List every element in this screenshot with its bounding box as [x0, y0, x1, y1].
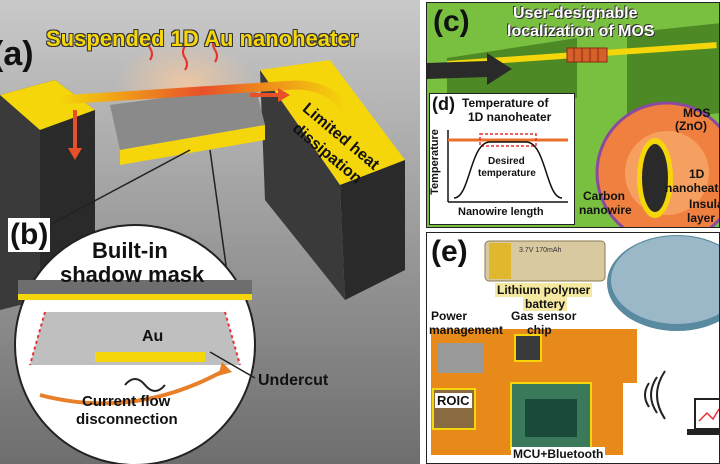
disconnection-squiggle: [124, 378, 166, 392]
heat-wave-1: [147, 35, 153, 61]
gas-label-2: chip: [527, 323, 552, 337]
battery-print: 3.7V 170mAh: [519, 247, 562, 254]
power-ic: [437, 343, 483, 373]
shadow-mask-layer: [18, 280, 252, 294]
undercut-pointer: [209, 351, 256, 379]
carbon-label-1: Carbon: [583, 189, 625, 203]
current-flow-arrow-head: [218, 362, 232, 376]
left-pad-gold: [0, 80, 95, 130]
current-flow-arrow: [39, 368, 226, 406]
gas-label-1: Gas sensor: [511, 309, 577, 323]
panel-e-illustration: [431, 235, 719, 455]
panel-e-letter: (e): [431, 235, 468, 268]
right-pad-side: [260, 70, 345, 300]
d-desired-2: temperature: [478, 168, 536, 179]
mos-coil: [566, 47, 608, 63]
gas-sensor-chip: [514, 334, 542, 362]
panel-a: (a) Suspended 1D Au nanoheater Limited h…: [0, 0, 420, 464]
panel-d-letter: (d): [432, 94, 455, 114]
mcu-label: MCU+Bluetooth: [511, 447, 606, 461]
battery-label-2: battery: [523, 297, 568, 311]
panel-b-letter: (b): [8, 218, 51, 252]
heater-label-1: 1D: [689, 167, 705, 181]
panel-d: (d) Temperature of 1D nanoheater Desired…: [429, 93, 575, 225]
roic-label: ROIC: [435, 393, 472, 408]
shadow-mask-title-2: shadow mask: [60, 262, 205, 287]
temperature-profile-curve: [453, 141, 563, 199]
signal-arc-1: [644, 382, 650, 408]
left-pad-side: [0, 80, 95, 310]
au-label: Au: [142, 328, 164, 345]
battery: [484, 240, 606, 282]
d-xlabel: Nanowire length: [458, 206, 544, 218]
panel-c-title-2: localization of MOS: [507, 23, 655, 40]
undercut-cavity: [30, 312, 240, 365]
undercut-label: Undercut: [258, 372, 329, 389]
heat-arrow-left-head: [68, 148, 82, 160]
right-pad-front: [340, 160, 405, 300]
signal-arc-2: [650, 376, 658, 414]
insulating-label-1: Insulating: [689, 197, 719, 211]
suspended-nanoheater-wire: [59, 80, 349, 113]
mos-label-1: MOS: [683, 106, 711, 120]
panel-c-letter: (c): [433, 5, 470, 38]
heat-wave-3: [212, 37, 218, 63]
au-strip: [95, 352, 205, 362]
panel-e: (e) 3.7V 170mAh Lithium polymer battery …: [426, 232, 720, 464]
panel-d-chart: [447, 130, 568, 203]
panel-a-letter: (a): [0, 35, 34, 73]
center-stage-edge: [120, 125, 265, 165]
current-flow-label-1: Current flow: [82, 393, 171, 410]
right-pad-gold: [260, 60, 405, 185]
flow-arrow: [427, 53, 512, 85]
carbon-label-2: nanowire: [579, 203, 632, 217]
wafer-top: [611, 236, 719, 324]
laptop-graph: [698, 408, 719, 422]
heat-arrow-right-head: [278, 88, 290, 102]
inset-connector-left: [39, 149, 191, 231]
battery-tab: [489, 243, 511, 279]
shadow-mask-title-1: Built-in: [92, 238, 168, 263]
mos-label-2: (ZnO): [675, 119, 707, 133]
panel-a-illustration: [0, 0, 420, 464]
panel-c: (c) User-designable localization of MOS …: [426, 2, 720, 228]
signal-arc-3: [656, 370, 666, 420]
power-label-1: Power: [431, 309, 468, 323]
current-flow-label-2: disconnection: [76, 411, 178, 428]
panel-a-title: Suspended 1D Au nanoheater: [46, 26, 359, 51]
laptop-base: [687, 429, 719, 435]
d-desired-1: Desired: [488, 156, 525, 167]
desired-region: [479, 133, 537, 147]
heat-wave-2: [182, 45, 188, 71]
carbon-core: [642, 144, 668, 212]
mcu-chip: [525, 399, 577, 437]
center-stage: [110, 85, 265, 150]
panel-d-title-1: Temperature of: [462, 96, 549, 110]
panel-c-title-1: User-designable: [513, 5, 638, 22]
power-label-2: management: [429, 323, 504, 337]
panel-d-title-2: 1D nanoheater: [468, 110, 552, 124]
left-pad-front: [40, 110, 95, 270]
d-ylabel: Temperature: [428, 129, 441, 195]
heater-label-2: nanoheater: [665, 181, 719, 195]
battery-label-1: Lithium polymer: [495, 283, 593, 297]
insulating-label-2: layer: [687, 211, 716, 225]
shadow-mask-gold: [18, 294, 252, 300]
